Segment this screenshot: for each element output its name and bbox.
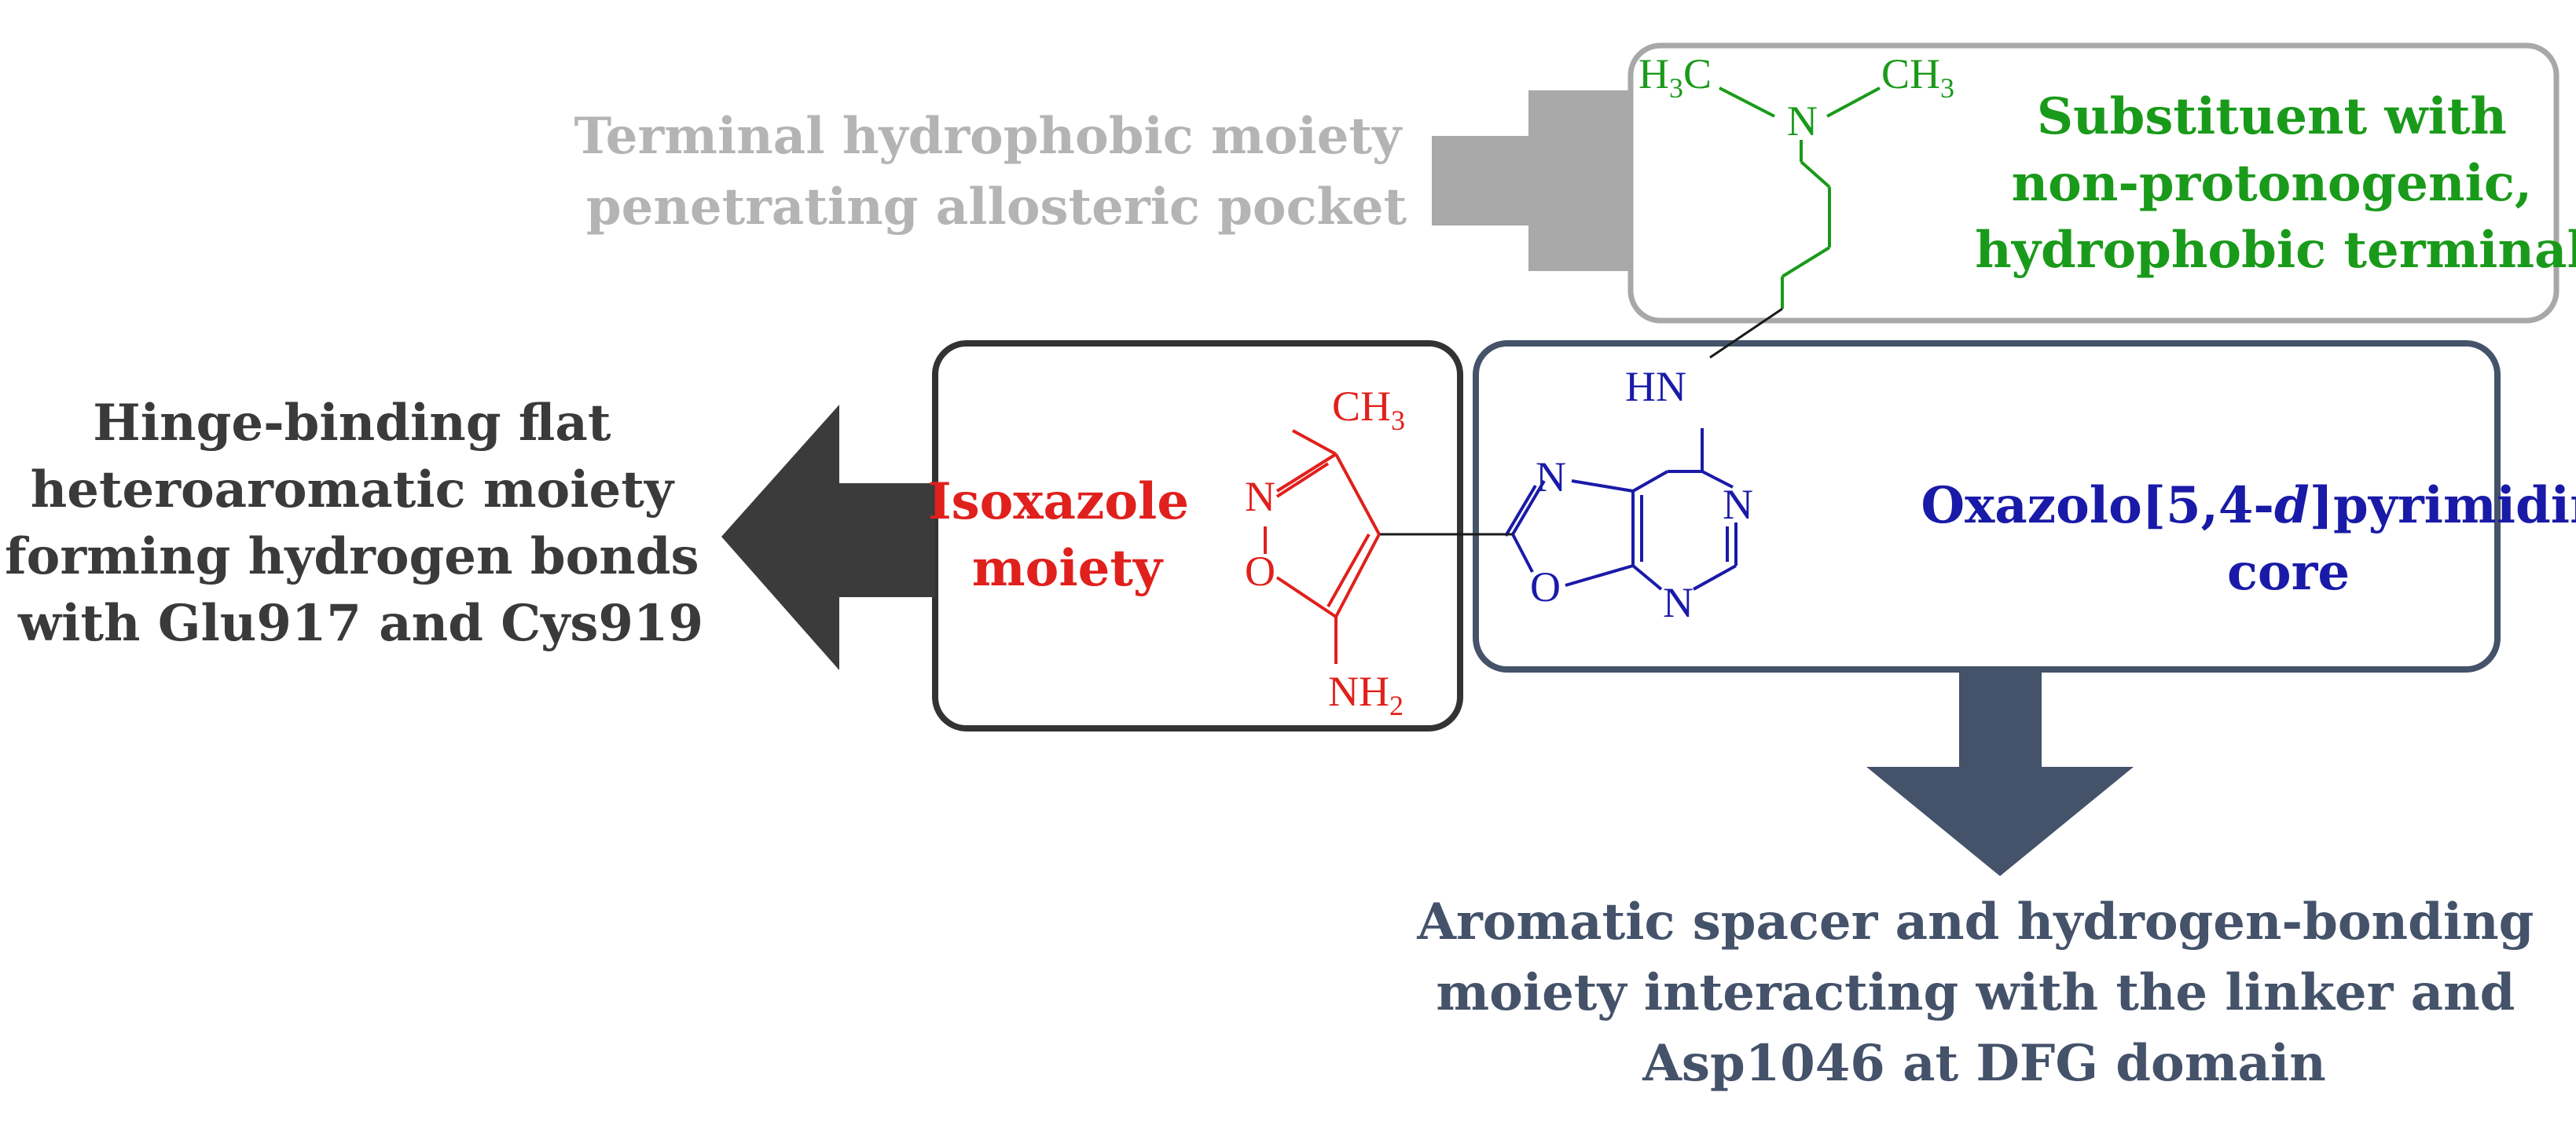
atom-n-oxazole: N (1536, 453, 1566, 500)
isoxazole-line-1: Isoxazole (928, 472, 1189, 531)
atom-n-pyrimidine-bottom: N (1663, 579, 1693, 626)
spacer-line-2: moiety interacting with the linker and (1436, 963, 2515, 1022)
core-suffix: ]pyrimidine (2310, 476, 2576, 535)
atom-ch3-methyl: CH (1332, 383, 1391, 430)
isoxazole-line-2: moiety (972, 539, 1164, 598)
spacer-line-3: Asp1046 at DFG domain (1642, 1034, 2326, 1093)
atom-h3-sub-left: 3 (1669, 72, 1683, 104)
hinge-line-1: Hinge-binding flat (93, 394, 611, 453)
substituent-line-1: Substituent with (2037, 87, 2507, 146)
oxazolopyrimidine-bonds (1504, 428, 1738, 591)
substituent-line-2: non-protonogenic, (2012, 154, 2533, 213)
atom-nh2: NH (1328, 668, 1389, 715)
core-atoms: HN N N N O (1530, 363, 1753, 626)
substituent-atoms: H3C N CH3 (1638, 50, 1954, 145)
hinge-arrow (721, 405, 935, 670)
substituent-line-3: hydrophobic terminal (1975, 221, 2576, 280)
core-prefix: Oxazolo[5,4- (1921, 476, 2274, 535)
atom-ch-right: CH (1881, 50, 1940, 97)
atom-h-left: H (1638, 50, 1669, 97)
hinge-line-3: forming hydrogen bonds (5, 527, 699, 586)
svg-text:H3C: H3C (1638, 50, 1712, 104)
atom-nh2-sub: 2 (1389, 690, 1404, 721)
core-label: Oxazolo[5,4-d]pyrimidine core (1921, 476, 2576, 602)
isoxazole-bonds (1264, 429, 1381, 664)
atom-c-left: C (1683, 50, 1712, 97)
core-line-2: core (2227, 543, 2350, 602)
chain-to-amine-bond (1709, 307, 1783, 359)
hinge-label: Hinge-binding flat heteroaromatic moiety… (5, 394, 717, 653)
spacer-line-1: Aromatic spacer and hydrogen-bonding (1416, 893, 2534, 952)
atom-o-oxazole: O (1530, 563, 1561, 610)
dimethylaminopropyl-chain (1719, 86, 1881, 309)
svg-text:NH2: NH2 (1328, 668, 1404, 721)
hinge-line-4: with Glu917 and Cys919 (17, 594, 703, 653)
atom-ch3-sub: 3 (1391, 405, 1405, 436)
atom-n-amine: N (1787, 97, 1818, 145)
atom-n-isoxazole: N (1245, 473, 1275, 520)
hinge-line-2: heteroaromatic moiety (31, 460, 675, 519)
spacer-arrow (1866, 669, 2134, 876)
spacer-label: Aromatic spacer and hydrogen-bonding moi… (1416, 893, 2551, 1093)
isoxazole-atoms: CH3 N O NH2 (1245, 383, 1405, 721)
substituent-label: Substituent with non-protonogenic, hydro… (1975, 87, 2576, 280)
svg-text:CH3: CH3 (1881, 50, 1954, 104)
core-italic: d (2274, 476, 2310, 535)
terminal-line-2: penetrating allosteric pocket (586, 178, 1407, 236)
atom-n-pyrimidine-top: N (1723, 481, 1753, 528)
isoxazole-label: Isoxazole moiety (928, 472, 1207, 598)
atom-h3-sub-right: 3 (1940, 72, 1954, 104)
atom-hn: HN (1625, 363, 1686, 410)
terminal-line-1: Terminal hydrophobic moiety (574, 107, 1404, 166)
terminal-label: Terminal hydrophobic moiety penetrating … (574, 107, 1419, 236)
atom-o-isoxazole: O (1245, 548, 1275, 595)
terminal-arrow (1432, 90, 1631, 271)
svg-text:CH3: CH3 (1332, 383, 1405, 436)
